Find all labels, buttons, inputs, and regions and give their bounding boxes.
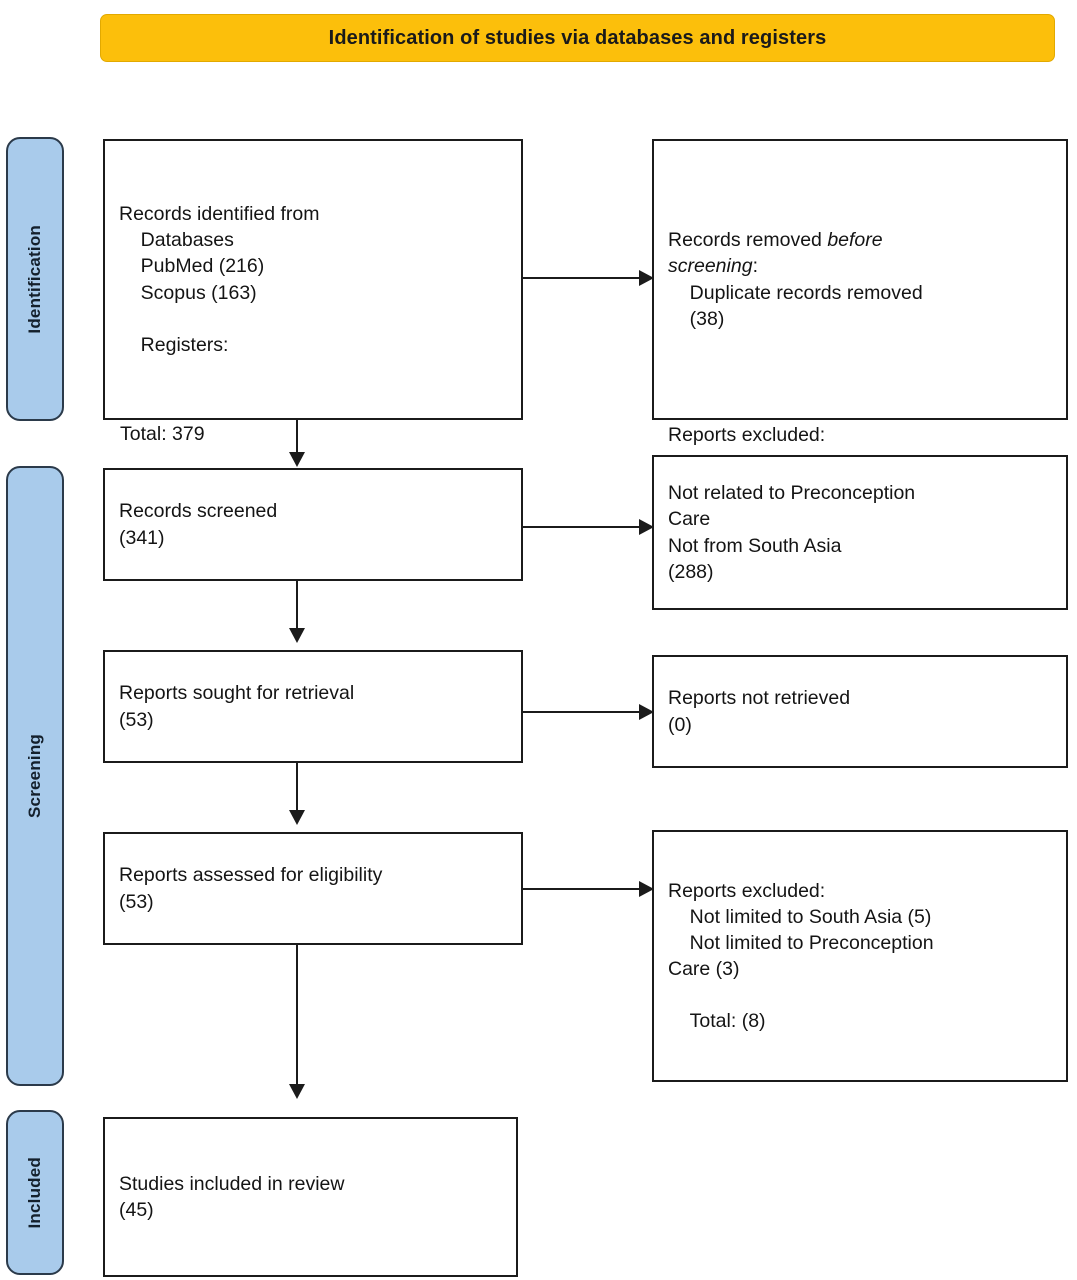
records-identified-line-1: Records identified from bbox=[119, 203, 320, 226]
box-reports-sought-for-retrieval: Reports sought for retrieval (53) bbox=[103, 650, 523, 763]
label-reports-excluded-screening: Reports excluded: bbox=[668, 424, 826, 446]
records-removed-colon: : bbox=[752, 255, 758, 278]
connector-assessed-to-included-arrowhead bbox=[289, 1084, 305, 1099]
box-records-screened: Records screened (341) bbox=[103, 468, 523, 581]
stage-label-identification: Identification bbox=[25, 224, 44, 334]
reports-sought-line-1: Reports sought for retrieval bbox=[119, 682, 355, 705]
excluded-screening-line-1: Not related to Preconception bbox=[668, 482, 916, 505]
connector-identified-to-screened-arrowhead bbox=[289, 452, 305, 467]
records-identified-line-4: Scopus (163) bbox=[119, 281, 257, 304]
connector-assessed-to-excluded-arrowhead bbox=[639, 881, 654, 897]
connector-identified-to-removed-arrowhead bbox=[639, 270, 654, 286]
diagram-title: Identification of studies via databases … bbox=[328, 27, 827, 49]
reports-sought-line-2: (53) bbox=[119, 708, 154, 731]
connector-identified-to-screened-line bbox=[296, 420, 298, 455]
records-identified-spacer bbox=[119, 306, 507, 332]
records-removed-line-3: Duplicate records removed bbox=[668, 281, 923, 304]
connector-screened-to-excluded-arrowhead bbox=[639, 519, 654, 535]
connector-sought-to-assessed-line bbox=[296, 763, 298, 811]
reports-not-retrieved-line-1: Reports not retrieved bbox=[668, 687, 851, 710]
excluded-eligibility-spacer bbox=[668, 982, 1052, 1008]
reports-assessed-line-1: Reports assessed for eligibility bbox=[119, 864, 383, 887]
records-removed-italic-screening: screening bbox=[668, 255, 753, 278]
excluded-eligibility-total: Total: (8) bbox=[668, 1010, 766, 1033]
connector-assessed-to-excluded-line bbox=[523, 888, 642, 890]
excluded-screening-line-4: (288) bbox=[668, 560, 714, 583]
records-removed-line-1: Records removed before bbox=[668, 227, 1052, 253]
records-screened-line-1: Records screened bbox=[119, 500, 278, 523]
connector-sought-to-notretrieved-line bbox=[523, 711, 642, 713]
box-reports-assessed-for-eligibility: Reports assessed for eligibility (53) bbox=[103, 832, 523, 945]
records-removed-text-a: Records removed bbox=[668, 229, 828, 252]
records-removed-italic-before: before bbox=[827, 229, 883, 252]
box-studies-included-in-review: Studies included in review (45) bbox=[103, 1117, 518, 1277]
stage-bar-identification: Identification bbox=[6, 137, 64, 421]
records-removed-line-4: (38) bbox=[668, 307, 725, 330]
connector-screened-to-sought-arrowhead bbox=[289, 628, 305, 643]
reports-not-retrieved-line-2: (0) bbox=[668, 713, 692, 736]
reports-assessed-line-2: (53) bbox=[119, 890, 154, 913]
excluded-eligibility-line-3: Not limited to Preconception bbox=[668, 931, 934, 954]
connector-sought-to-notretrieved-arrowhead bbox=[639, 704, 654, 720]
label-total-identified: Total: 379 bbox=[120, 423, 205, 445]
stage-label-included: Included bbox=[25, 1156, 44, 1229]
excluded-eligibility-line-2: Not limited to South Asia (5) bbox=[668, 905, 932, 928]
records-identified-registers: Registers: bbox=[119, 333, 229, 356]
box-reports-not-retrieved: Reports not retrieved (0) bbox=[652, 655, 1068, 768]
stage-label-screening: Screening bbox=[25, 734, 44, 818]
studies-included-line-2: (45) bbox=[119, 1199, 154, 1221]
box-records-identified: Records identified from Databases PubMed… bbox=[103, 139, 523, 420]
excluded-eligibility-line-1: Reports excluded: bbox=[668, 879, 826, 902]
connector-screened-to-sought-line bbox=[296, 581, 298, 629]
excluded-eligibility-line-4: Care (3) bbox=[668, 958, 740, 980]
records-removed-line-2: screening: bbox=[668, 253, 1052, 279]
excluded-screening-line-2: Care bbox=[668, 508, 711, 531]
connector-screened-to-excluded-line bbox=[523, 526, 642, 528]
connector-identified-to-removed-line bbox=[523, 277, 642, 279]
excluded-screening-line-3: Not from South Asia bbox=[668, 534, 842, 557]
stage-bar-screening: Screening bbox=[6, 466, 64, 1086]
records-screened-line-2: (341) bbox=[119, 526, 165, 549]
connector-assessed-to-included-line bbox=[296, 945, 298, 1085]
box-reports-excluded-screening: Not related to Preconception Care Not fr… bbox=[652, 455, 1068, 610]
records-identified-line-3: PubMed (216) bbox=[119, 255, 265, 278]
records-identified-line-2: Databases bbox=[119, 229, 234, 252]
connector-sought-to-assessed-arrowhead bbox=[289, 810, 305, 825]
studies-included-line-1: Studies included in review bbox=[119, 1172, 345, 1195]
stage-bar-included: Included bbox=[6, 1110, 64, 1275]
box-reports-excluded-eligibility: Reports excluded: Not limited to South A… bbox=[652, 830, 1068, 1082]
box-records-removed-before-screening: Records removed before screening: Duplic… bbox=[652, 139, 1068, 420]
diagram-header-banner: Identification of studies via databases … bbox=[100, 14, 1055, 62]
